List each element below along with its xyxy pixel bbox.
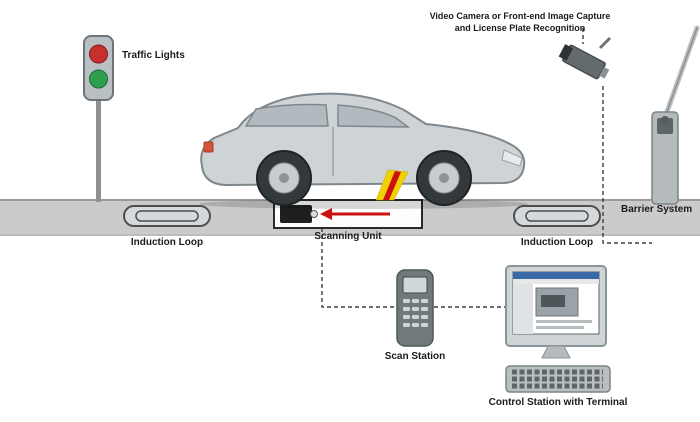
scan-station-label: Scan Station — [384, 351, 446, 362]
camera-label-line2: and License Plate Recognition — [454, 23, 586, 33]
connector-scanner-to-scanstation — [321, 228, 396, 308]
car-illustration — [199, 92, 529, 209]
barrier-system-icon — [651, 25, 700, 205]
front-wheel-icon — [416, 150, 472, 206]
control-station-label: Control Station with Terminal — [488, 397, 628, 408]
induction-loop-right-icon — [513, 205, 601, 227]
traffic-lights-label: Traffic Lights — [122, 50, 185, 61]
traffic-light-icon — [83, 35, 114, 202]
scanning-unit-label: Scanning Unit — [314, 231, 382, 242]
scan-beam-icon — [375, 169, 409, 201]
scanning-unit-icon — [273, 199, 423, 229]
control-station-icon — [505, 265, 611, 393]
induction-loop-left-label: Induction Loop — [130, 237, 204, 248]
rear-wheel-icon — [256, 150, 312, 206]
camera-label: Video Camera or Front-end Image Capture … — [425, 10, 615, 34]
connector-camera-to-barrier — [602, 86, 652, 244]
camera-label-line1: Video Camera or Front-end Image Capture — [429, 11, 611, 21]
dashed-connectors — [321, 28, 652, 308]
induction-loop-left-icon — [123, 205, 211, 227]
induction-loop-right-label: Induction Loop — [520, 237, 594, 248]
barrier-system-label: Barrier System — [621, 204, 693, 215]
scan-station-icon — [396, 269, 434, 347]
video-camera-icon — [558, 36, 612, 80]
